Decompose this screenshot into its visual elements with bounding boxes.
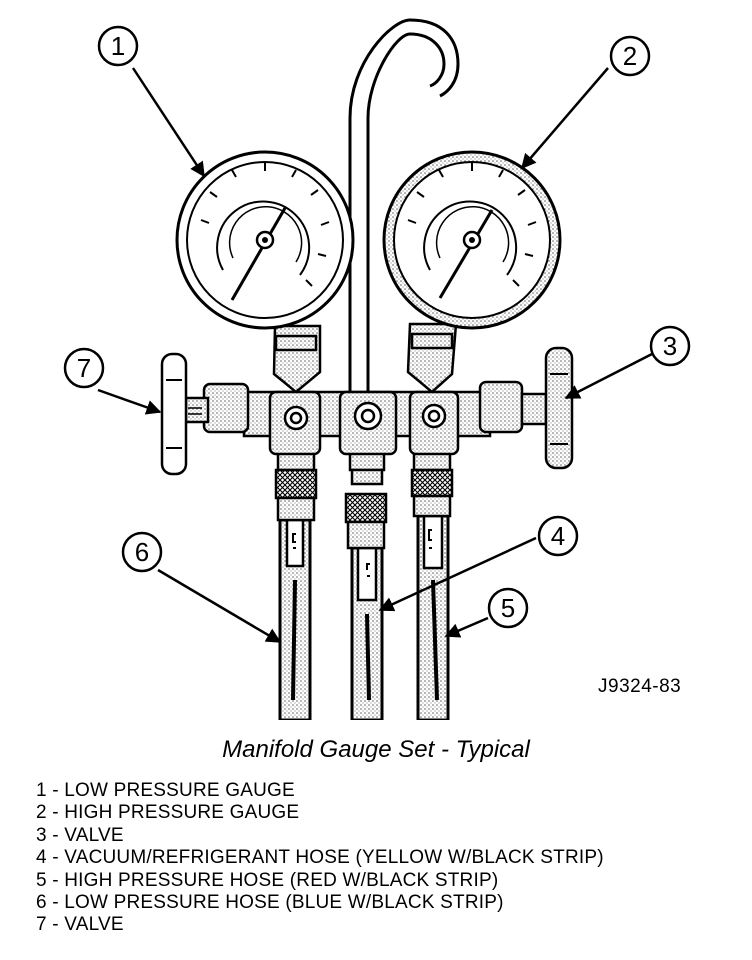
hanger-hook	[348, 18, 460, 394]
manifold-body	[242, 390, 492, 456]
callout-4: 4	[537, 515, 579, 557]
callout-6: 6	[121, 531, 163, 573]
svg-text:6: 6	[135, 537, 149, 567]
figure-caption: Manifold Gauge Set - Typical	[222, 736, 530, 763]
legend-list: 1 - LOW PRESSURE GAUGE 2 - HIGH PRESSURE…	[36, 780, 604, 937]
callout-2: 2	[609, 35, 651, 77]
low-pressure-gauge	[175, 150, 355, 330]
center-fitting	[344, 444, 388, 550]
figure-code: J9324-83	[598, 676, 682, 697]
svg-text:4: 4	[551, 521, 565, 551]
low-pressure-fitting	[274, 444, 318, 522]
legend-item: 4 - VACUUM/REFRIGERANT HOSE (YELLOW W/BL…	[36, 847, 604, 869]
callout-5: 5	[487, 587, 529, 629]
svg-text:5: 5	[501, 593, 515, 623]
legend-item: 3 - VALVE	[36, 824, 124, 846]
right-valve	[478, 346, 574, 470]
gauge-stems	[272, 322, 458, 394]
legend-item: 5 - HIGH PRESSURE HOSE (RED W/BLACK STRI…	[36, 869, 499, 891]
callout-1: 1	[97, 25, 139, 67]
svg-text:7: 7	[77, 353, 91, 383]
callout-7: 7	[63, 347, 105, 389]
manifold-gauge-illustration: 1 2 3 4 5 6 7	[63, 18, 691, 720]
legend-item: 6 - LOW PRESSURE HOSE (BLUE W/BLACK STRI…	[36, 892, 504, 914]
svg-text:2: 2	[623, 41, 637, 71]
legend-item: 1 - LOW PRESSURE GAUGE	[36, 780, 295, 801]
legend-item: 2 - HIGH PRESSURE GAUGE	[36, 802, 300, 824]
svg-text:1: 1	[111, 31, 125, 61]
leader-lines	[97, 67, 653, 644]
high-pressure-hose	[416, 514, 450, 720]
high-pressure-fitting	[410, 444, 454, 518]
left-valve	[160, 352, 250, 476]
svg-text:3: 3	[663, 331, 677, 361]
high-pressure-gauge	[382, 150, 562, 330]
callout-3: 3	[649, 325, 691, 367]
vacuum-refrigerant-hose	[350, 546, 384, 720]
legend-item: 7 - VALVE	[36, 914, 124, 936]
low-pressure-hose	[278, 518, 312, 720]
